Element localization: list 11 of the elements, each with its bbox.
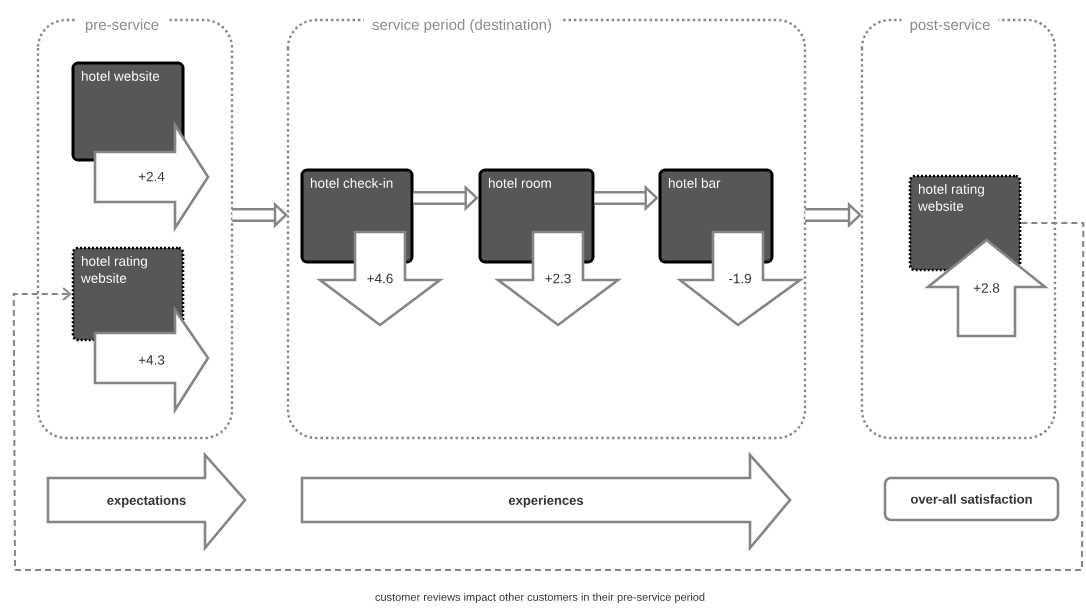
edge-label: customer reviews impact other customers in their pre-service period bbox=[372, 590, 708, 606]
touchpoint-box: hotel website bbox=[71, 61, 185, 162]
feedback-arrow bbox=[12, 222, 1085, 571]
score-callout: +2.3 bbox=[494, 230, 622, 327]
score-callout: +2.4 bbox=[93, 120, 210, 233]
score-callout: +4.6 bbox=[316, 230, 444, 327]
score-callout: -1.9 bbox=[676, 230, 804, 327]
score-callout: +4.3 bbox=[93, 305, 210, 415]
score-callout: +2.8 bbox=[924, 238, 1049, 338]
touchpoint-box: hotel rating website bbox=[71, 246, 185, 342]
outcome-box: over-all satisfaction bbox=[883, 476, 1060, 522]
